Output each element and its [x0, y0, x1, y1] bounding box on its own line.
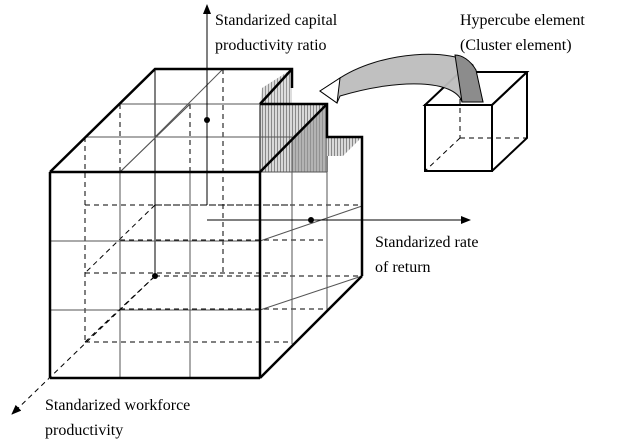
label-workforce-line2: productivity [45, 422, 123, 439]
label-capital-line1: Standarized capital [215, 12, 338, 29]
label-workforce-line1: Standarized workforce [45, 397, 190, 414]
cube-outline [48, 67, 364, 380]
label-capital: Standarized capital productivity ratio [215, 12, 338, 54]
label-return-line1: Standarized rate [375, 234, 479, 251]
label-element: Hypercube element (Cluster element) [460, 12, 585, 54]
label-element-line2: (Cluster element) [460, 37, 572, 54]
label-return-line2: of return [375, 259, 431, 276]
axis-workforce-line [11, 275, 156, 415]
label-workforce: Standarized workforce productivity [45, 397, 190, 439]
axis-dots [152, 117, 314, 279]
label-capital-line2: productivity ratio [215, 37, 327, 54]
axes [11, 4, 471, 415]
transfer-arrow [319, 53, 484, 104]
label-return: Standarized rate of return [375, 234, 479, 276]
label-element-line1: Hypercube element [460, 12, 585, 29]
